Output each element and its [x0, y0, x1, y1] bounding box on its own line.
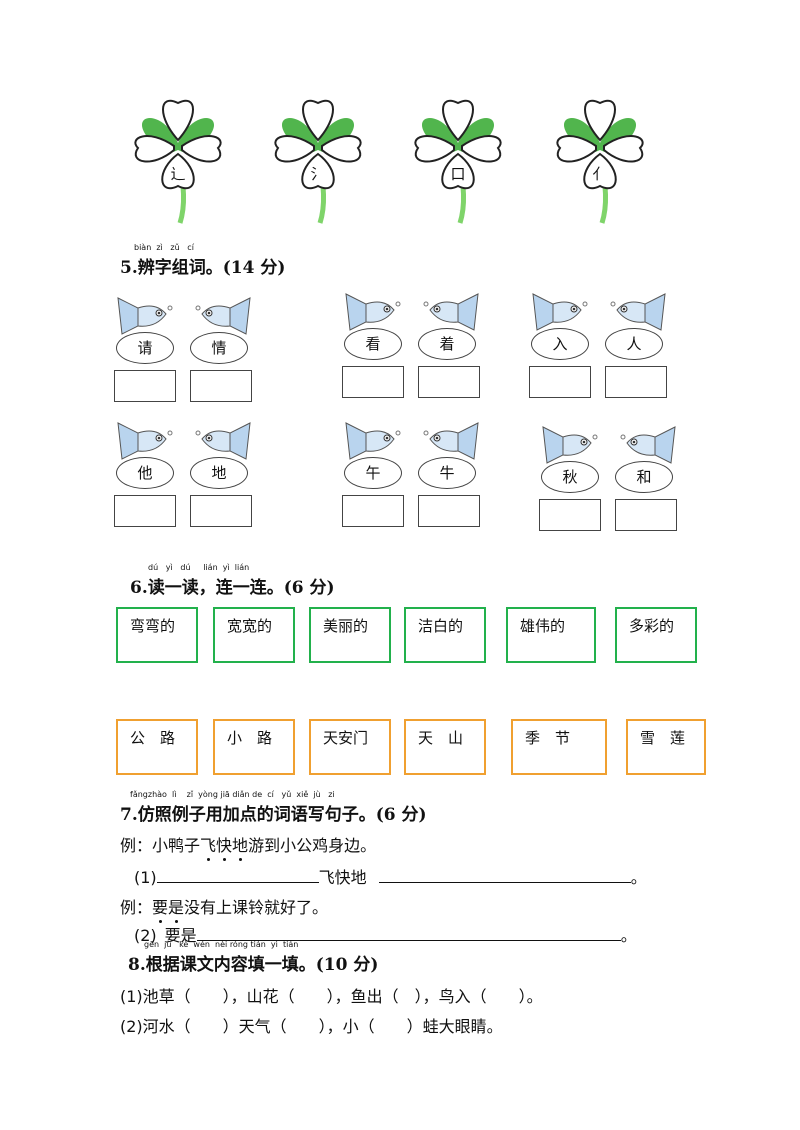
section5-title: 5.辨字组词。(14 分): [120, 258, 286, 278]
section8-heading: gēn jù kè wén nèi róng tián yì tián 8.根据…: [128, 940, 378, 975]
word-answer-box[interactable]: [342, 495, 404, 527]
clover-2: 氵: [258, 88, 378, 228]
fill-line-2[interactable]: (2)河水（ ）天气（ ），小（ ）蛙大眼睛。: [120, 1017, 503, 1036]
example-1: 例：小鸭子飞快地游到小公鸡身边。: [120, 832, 376, 861]
word-answer-box[interactable]: [418, 366, 480, 398]
clover-3: 口: [398, 88, 518, 228]
character-egg: 秋: [541, 461, 599, 493]
dotted-char: 是: [168, 894, 184, 923]
dotted-char: 地: [232, 832, 248, 861]
fish-pair: 午牛: [340, 421, 490, 531]
character-egg: 午: [344, 457, 402, 489]
character-egg: 地: [190, 457, 248, 489]
dotted-char: 快: [216, 832, 232, 861]
character-egg: 人: [605, 328, 663, 360]
clover-icon: [414, 99, 502, 224]
section6-title: 6.读一读，连一连。(6 分): [130, 578, 335, 598]
fish-icon: [542, 426, 598, 464]
clover-radical: 亻: [592, 165, 608, 183]
top-word-box[interactable]: 多彩的: [615, 607, 697, 663]
section5-heading: biàn zì zǔ cí 5.辨字组词。(14 分): [120, 243, 285, 278]
word-answer-box[interactable]: [114, 495, 176, 527]
character-egg: 请: [116, 332, 174, 364]
bottom-word-box[interactable]: 小 路: [213, 719, 295, 775]
clover-radical: 氵: [310, 165, 326, 183]
question-2: (2)要是。: [134, 924, 637, 945]
bottom-word-box[interactable]: 天 山: [404, 719, 486, 775]
character-egg: 牛: [418, 457, 476, 489]
fish-icon: [195, 297, 251, 335]
word-answer-box[interactable]: [605, 366, 667, 398]
bottom-word-box[interactable]: 天安门: [309, 719, 391, 775]
character-egg: 看: [344, 328, 402, 360]
fill-line-1[interactable]: (1)池草（ ），山花（ ），鱼出（ ），鸟入（ ）。: [120, 987, 543, 1006]
section5-pinyin: biàn zì zǔ cí: [134, 243, 194, 252]
character-egg: 情: [190, 332, 248, 364]
word-answer-box[interactable]: [615, 499, 677, 531]
fish-icon: [423, 293, 479, 331]
clover-icon: [556, 99, 644, 224]
fish-icon: [532, 293, 588, 331]
clover-1: 辶: [118, 88, 238, 228]
fish-icon: [620, 426, 676, 464]
character-egg: 和: [615, 461, 673, 493]
bottom-word-box[interactable]: 季 节: [511, 719, 607, 775]
clover-icon: [134, 99, 222, 224]
fish-pair: 看着: [340, 292, 490, 402]
fish-icon: [345, 422, 401, 460]
answer-blank[interactable]: [378, 866, 631, 883]
example-2: 例：要是没有上课铃就好了。: [120, 894, 328, 923]
dotted-char: 飞: [200, 832, 216, 861]
question-1: (1)飞快地。: [134, 866, 647, 887]
answer-blank[interactable]: [196, 924, 621, 941]
word-answer-box[interactable]: [418, 495, 480, 527]
character-egg: 入: [531, 328, 589, 360]
word-answer-box[interactable]: [190, 495, 252, 527]
fish-icon: [117, 297, 173, 335]
bottom-word-box[interactable]: 公 路: [116, 719, 198, 775]
word-answer-box[interactable]: [529, 366, 591, 398]
clover-radical: 辶: [170, 165, 186, 183]
fish-pair: 他地: [112, 421, 262, 531]
section7-heading: fǎngzhào lì zǐ yòng jiā diǎn de cí yǔ xi…: [120, 790, 427, 825]
section7-title: 7.仿照例子用加点的词语写句子。(6 分): [120, 805, 427, 825]
fish-icon: [195, 422, 251, 460]
fish-pair: 入人: [527, 292, 677, 402]
clover-radical: 口: [450, 165, 466, 183]
clover-icon: [274, 99, 362, 224]
bottom-word-box[interactable]: 雪 莲: [626, 719, 706, 775]
fish-icon: [117, 422, 173, 460]
fish-icon: [610, 293, 666, 331]
section8-title: 8.根据课文内容填一填。(10 分): [128, 955, 379, 975]
character-egg: 他: [116, 457, 174, 489]
clover-4: 亻: [540, 88, 660, 228]
top-word-box[interactable]: 雄伟的: [506, 607, 596, 663]
top-word-box[interactable]: 宽宽的: [213, 607, 295, 663]
fish-icon: [423, 422, 479, 460]
fish-pair: 秋和: [537, 425, 687, 535]
answer-blank[interactable]: [156, 866, 319, 883]
top-word-box[interactable]: 弯弯的: [116, 607, 198, 663]
section6-heading: dú yì dú lián yì lián 6.读一读，连一连。(6 分): [130, 563, 335, 598]
word-answer-box[interactable]: [114, 370, 176, 402]
word-answer-box[interactable]: [342, 366, 404, 398]
word-answer-box[interactable]: [190, 370, 252, 402]
fish-icon: [345, 293, 401, 331]
top-word-box[interactable]: 洁白的: [404, 607, 486, 663]
top-word-box[interactable]: 美丽的: [309, 607, 391, 663]
section6-pinyin: dú yì dú lián yì lián: [148, 563, 250, 572]
dotted-char: 要: [152, 894, 168, 923]
section8-pinyin: gēn jù kè wén nèi róng tián yì tián: [144, 940, 299, 949]
fish-pair: 请情: [112, 296, 262, 406]
character-egg: 着: [418, 328, 476, 360]
word-answer-box[interactable]: [539, 499, 601, 531]
section7-pinyin: fǎngzhào lì zǐ yòng jiā diǎn de cí yǔ xi…: [130, 790, 335, 799]
